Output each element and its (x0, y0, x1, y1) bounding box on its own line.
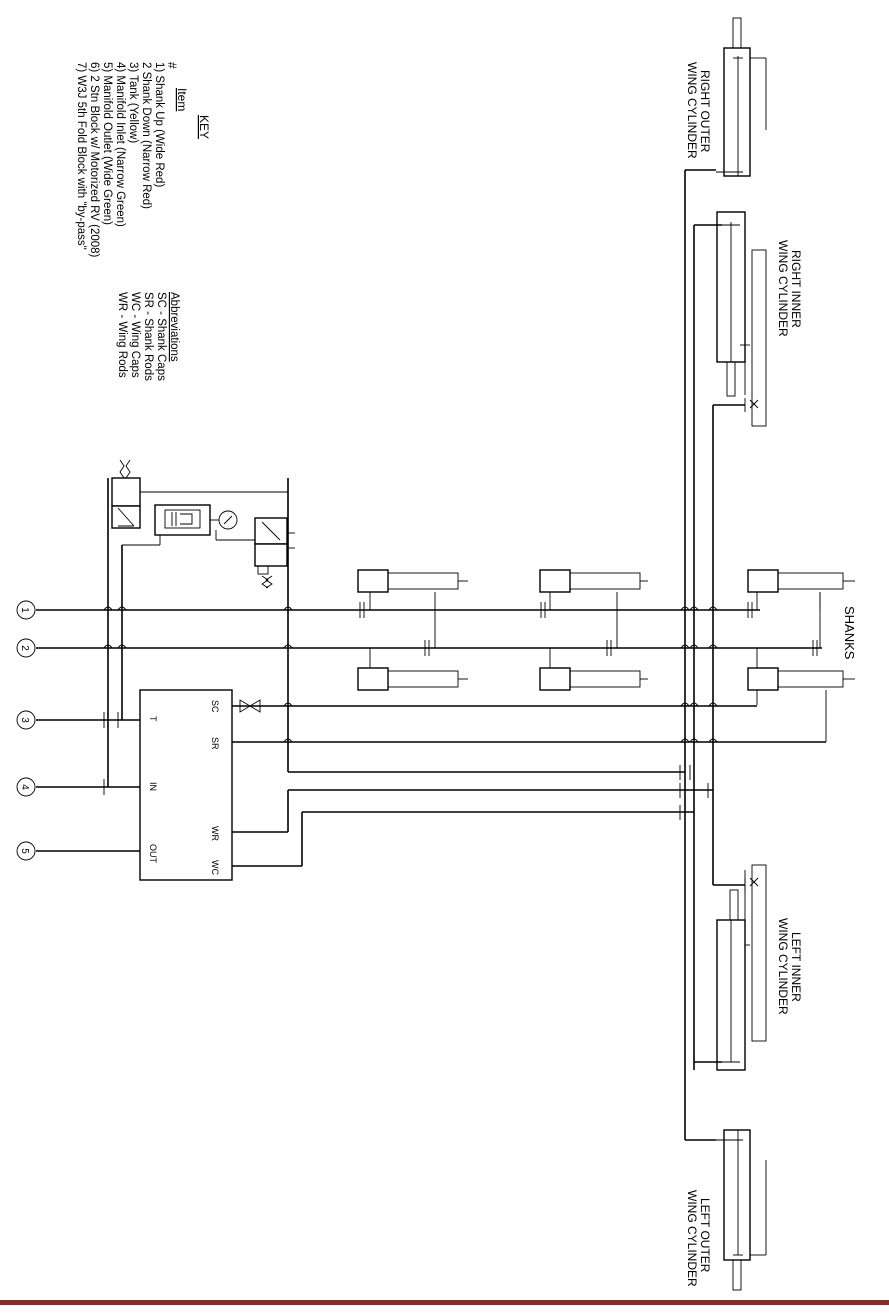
shanks-label: SHANKS (842, 606, 857, 660)
key-item-7: 7) W3J 5th Fold Block with "by-pass" (75, 62, 87, 250)
right-inner-label-line2: WING CYLINDER (776, 240, 790, 337)
right-outer-label-line1: RIGHT OUTER (698, 70, 712, 153)
manifold-port-wc: WC (210, 860, 220, 875)
footer-rule (0, 1300, 889, 1305)
shank-cylinder-3b (747, 667, 855, 691)
abbrev-sc: SC - Shank Caps (155, 292, 167, 381)
abbrev-title: Abbreviations (168, 292, 180, 362)
port-markers (16, 600, 36, 861)
wing-valves (749, 399, 759, 887)
port-4-label: 4 (19, 784, 30, 790)
right-outer-label-line2: WING CYLINDER (685, 62, 699, 159)
left-inner-wing-cylinder (716, 864, 767, 1071)
manifold-port-wr: WR (210, 826, 220, 841)
port-3 (16, 710, 36, 730)
abbrev-wc: WC - Wing Caps (129, 292, 141, 378)
shank-cylinder-1a (357, 569, 468, 593)
shank-cylinder-2a (539, 569, 648, 593)
port-1-label: 1 (19, 607, 30, 613)
manifold-block (139, 689, 233, 881)
right-outer-wing-cylinder (716, 17, 767, 177)
right-inner-label-line1: RIGHT INNER (789, 250, 803, 328)
port-1 (16, 600, 36, 620)
port-3-label: 3 (19, 717, 30, 723)
manifold-port-sr: SR (210, 737, 220, 750)
manifold-port-in: IN (148, 782, 158, 791)
shank-cylinder-1b (357, 667, 468, 691)
manifold-port-t: T (148, 716, 158, 722)
shank-cylinder-2b (539, 667, 648, 691)
manifold-port-sc: SC (210, 700, 220, 713)
manifold-port-out: OUT (148, 844, 158, 864)
shank-cylinder-3a (747, 569, 855, 593)
shank-cylinders (357, 569, 855, 742)
left-inner-label-line1: LEFT INNER (789, 932, 803, 1002)
key-item-6: 6) 2 Stn Block w/ Motorized RV (2008) (88, 62, 100, 258)
left-inner-label-line2: WING CYLINDER (776, 918, 790, 1015)
key-col-num: # (165, 62, 179, 69)
port-2 (16, 638, 36, 658)
port-2-label: 2 (19, 645, 30, 651)
left-outer-wing-cylinder (716, 1129, 767, 1291)
left-outer-label-line1: LEFT OUTER (698, 1198, 712, 1273)
abbrev-sr: SR - Shank Rods (142, 292, 154, 381)
key-item-1: 1) Shank Up (Wide Red) (153, 62, 165, 187)
crossover-markers (103, 606, 718, 743)
tee-fittings (103, 398, 818, 892)
shank-cap-valve (239, 699, 261, 713)
key-legend: KEY Item # 1) Shank Up (Wide Red) 2 Shan… (75, 62, 211, 258)
port-5 (16, 841, 36, 861)
port-4 (16, 777, 36, 797)
supply-lines (36, 478, 826, 867)
key-item-3: 3) Tank (Yellow) (127, 62, 139, 143)
right-inner-wing-cylinder (716, 211, 767, 427)
key-title: KEY (197, 115, 211, 139)
key-item-2: 2 Shank Down (Narrow Red) (140, 62, 152, 209)
relief-valve-block (111, 459, 295, 589)
left-outer-label-line2: WING CYLINDER (685, 1190, 699, 1287)
key-item-4: 4) Manifold Inlet (Narrow Green) (114, 62, 126, 227)
port-5-label: 5 (19, 848, 30, 854)
abbrev-wr: WR - Wing Rods (116, 292, 128, 378)
key-item-5: 5) Manifold Outlet (Wide Green) (101, 62, 113, 225)
abbreviations-legend: Abbreviations SC - Shank Caps SR - Shank… (116, 292, 180, 381)
key-col-item: Item (175, 88, 189, 111)
